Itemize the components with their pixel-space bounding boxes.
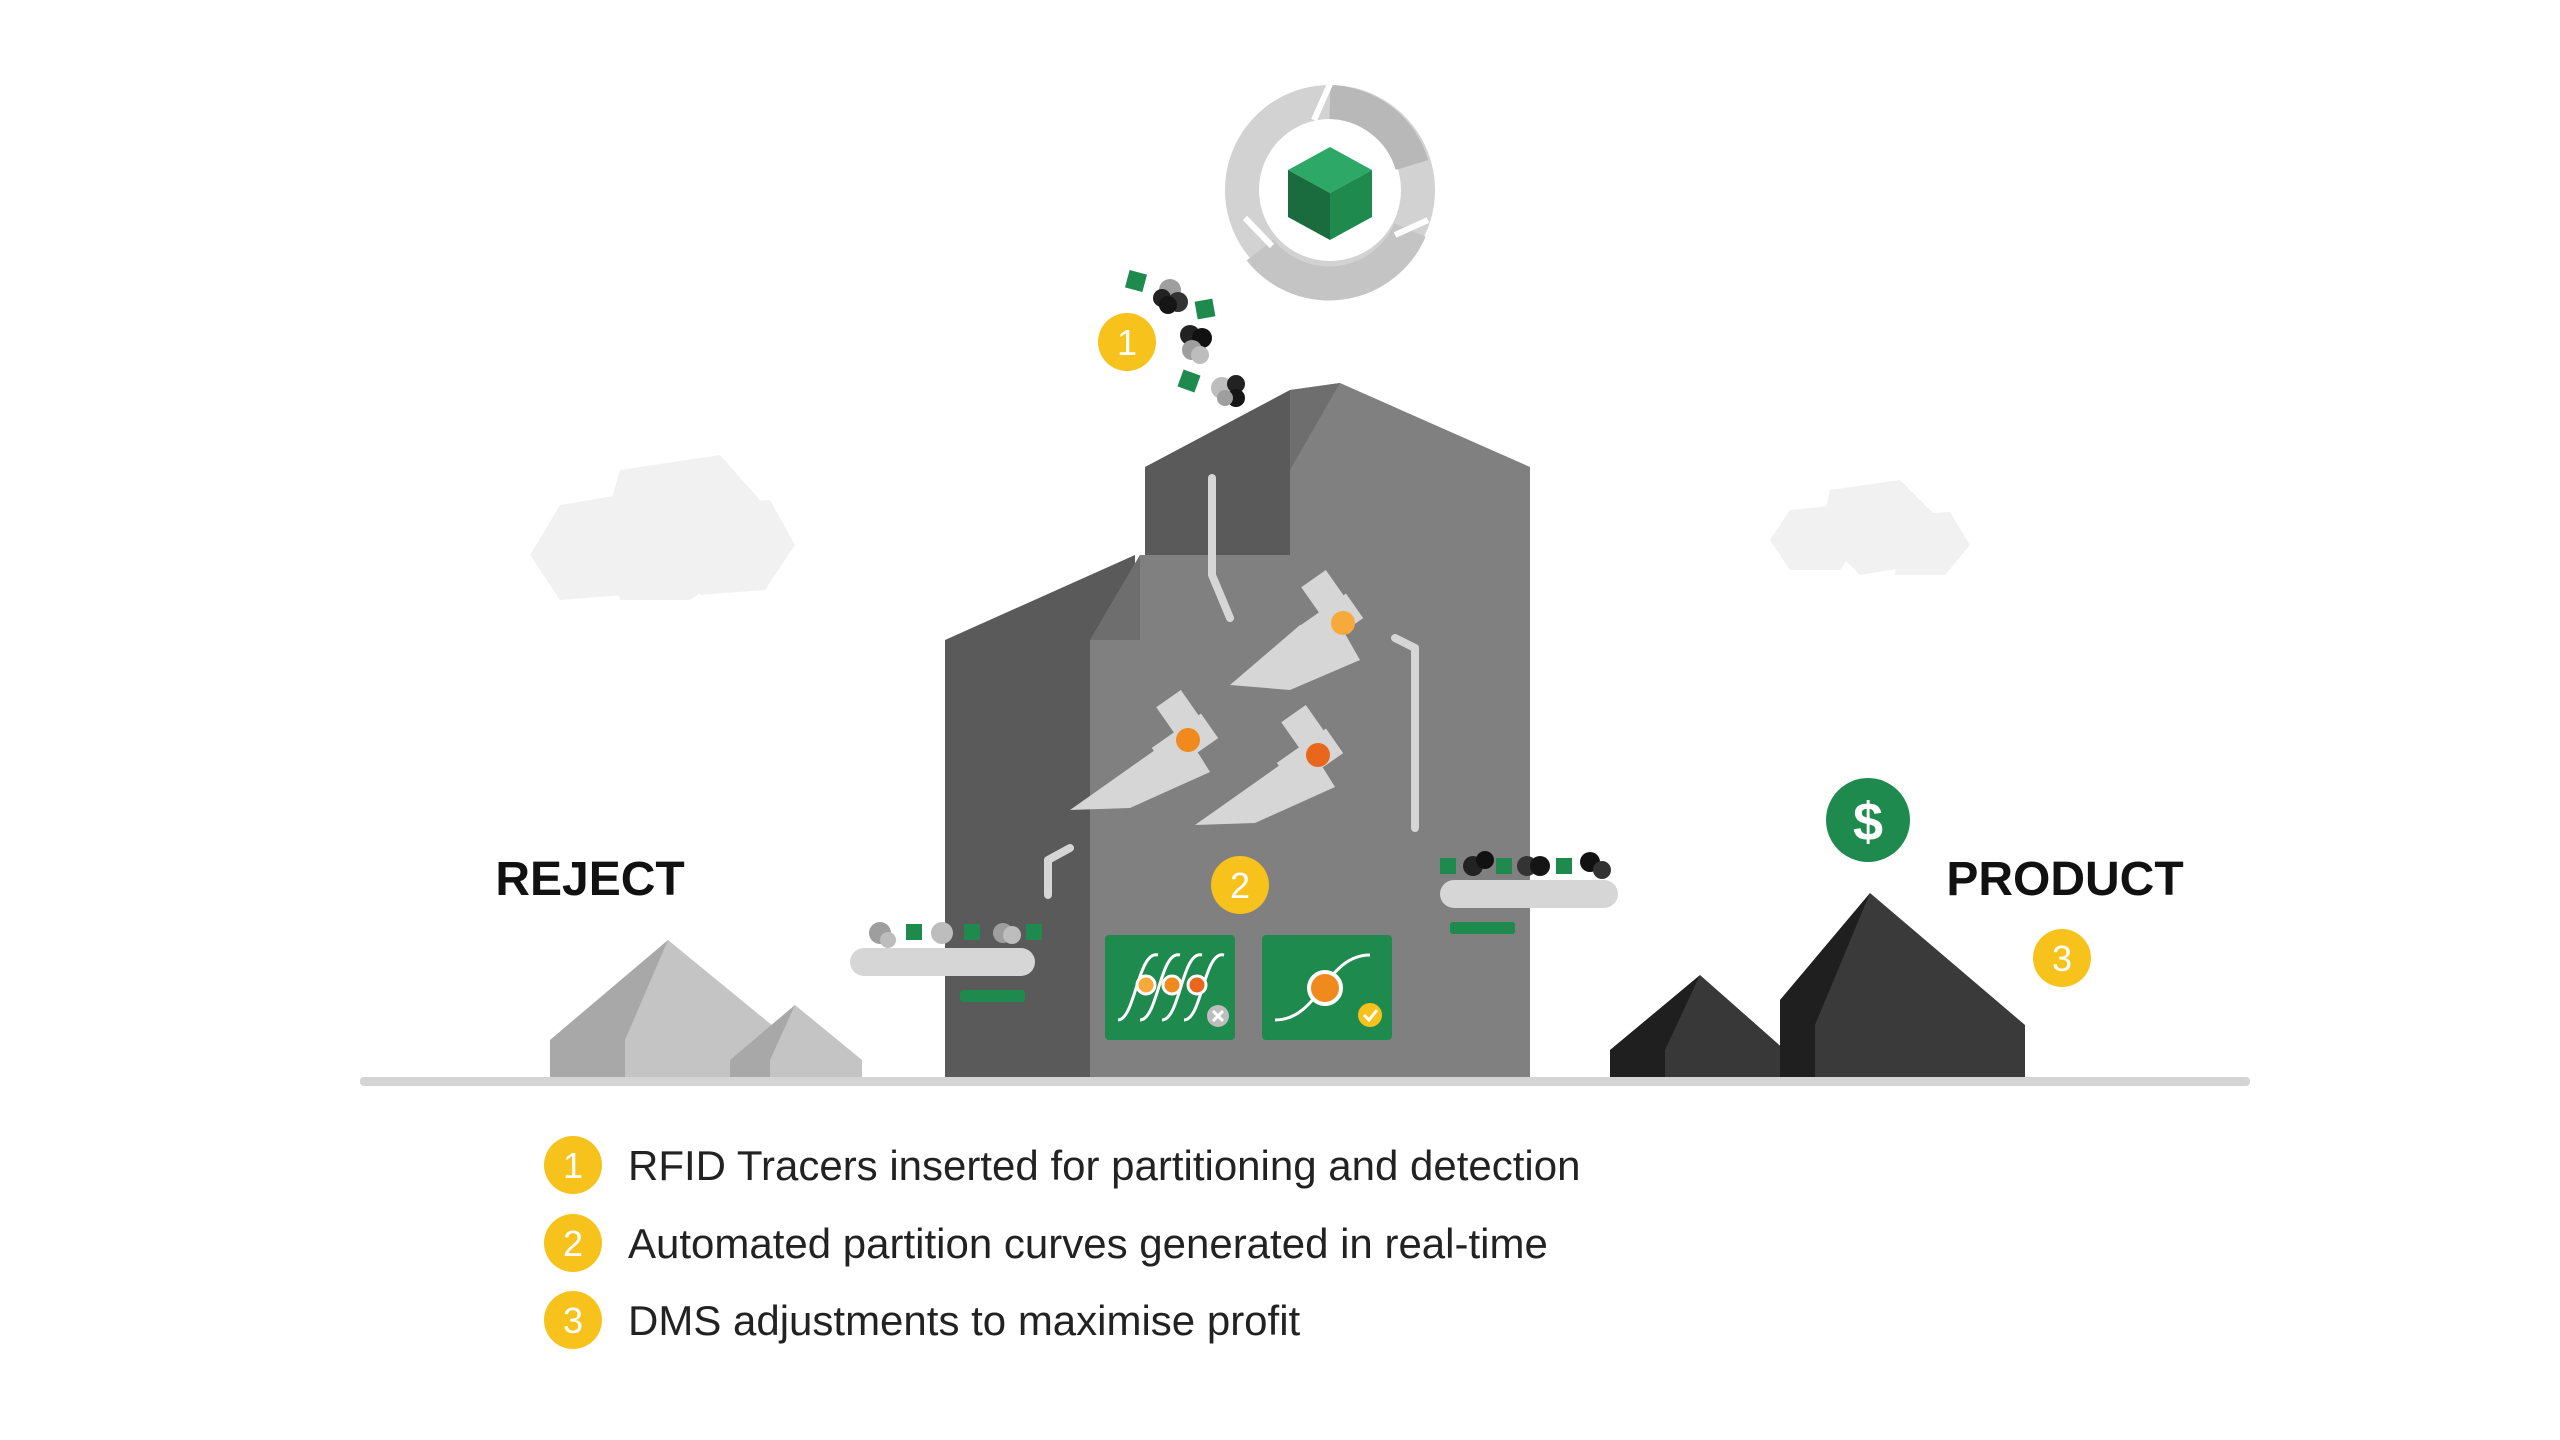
ground-line [360, 1077, 2250, 1086]
internal-pipes [1044, 474, 1419, 899]
dms-plant-building [945, 383, 1530, 1078]
legend-text-1: RFID Tracers inserted for partitioning a… [628, 1142, 1580, 1189]
svg-text:1: 1 [1117, 322, 1137, 363]
partition-curve-reject-icon [1105, 935, 1235, 1040]
product-pile [1610, 893, 2025, 1080]
legend-item-2: 2 Automated partition curves generated i… [544, 1214, 1548, 1272]
svg-text:3: 3 [563, 1300, 583, 1341]
reject-pile [550, 940, 862, 1080]
legend-badge-3 [544, 1291, 602, 1349]
legend: 1 RFID Tracers inserted for partitioning… [544, 1136, 1580, 1349]
badge-2: 2 [1211, 856, 1269, 914]
svg-text:3: 3 [2052, 938, 2072, 979]
cyclone-top [1230, 570, 1364, 690]
legend-badge-2 [544, 1214, 602, 1272]
legend-item-3: 3 DMS adjustments to maximise profit [544, 1291, 1301, 1349]
svg-text:2: 2 [563, 1223, 583, 1264]
recycle-cube-icon [1225, 82, 1435, 301]
cyclone-middle-right [1195, 705, 1344, 825]
svg-text:1: 1 [563, 1145, 583, 1186]
legend-text-3: DMS adjustments to maximise profit [628, 1297, 1301, 1344]
cloud-right [1770, 480, 1970, 575]
badge-3: 3 [2033, 929, 2091, 987]
reject-label: REJECT [495, 853, 684, 906]
reject-conveyor [850, 922, 1042, 1002]
legend-badge-1 [544, 1136, 602, 1194]
product-conveyor [1440, 851, 1618, 934]
svg-text:$: $ [1853, 792, 1883, 852]
cloud-left [530, 455, 795, 600]
falling-particles [1124, 269, 1245, 407]
cyclone-middle-left [1070, 690, 1219, 810]
badge-1: 1 [1098, 313, 1156, 371]
svg-text:2: 2 [1230, 865, 1250, 906]
dollar-coin-icon: $ [1826, 778, 1910, 862]
product-label: PRODUCT [1946, 853, 2183, 906]
legend-text-2: Automated partition curves generated in … [628, 1220, 1548, 1267]
partition-curve-accept-icon [1262, 935, 1392, 1040]
legend-item-1: 1 RFID Tracers inserted for partitioning… [544, 1136, 1580, 1194]
